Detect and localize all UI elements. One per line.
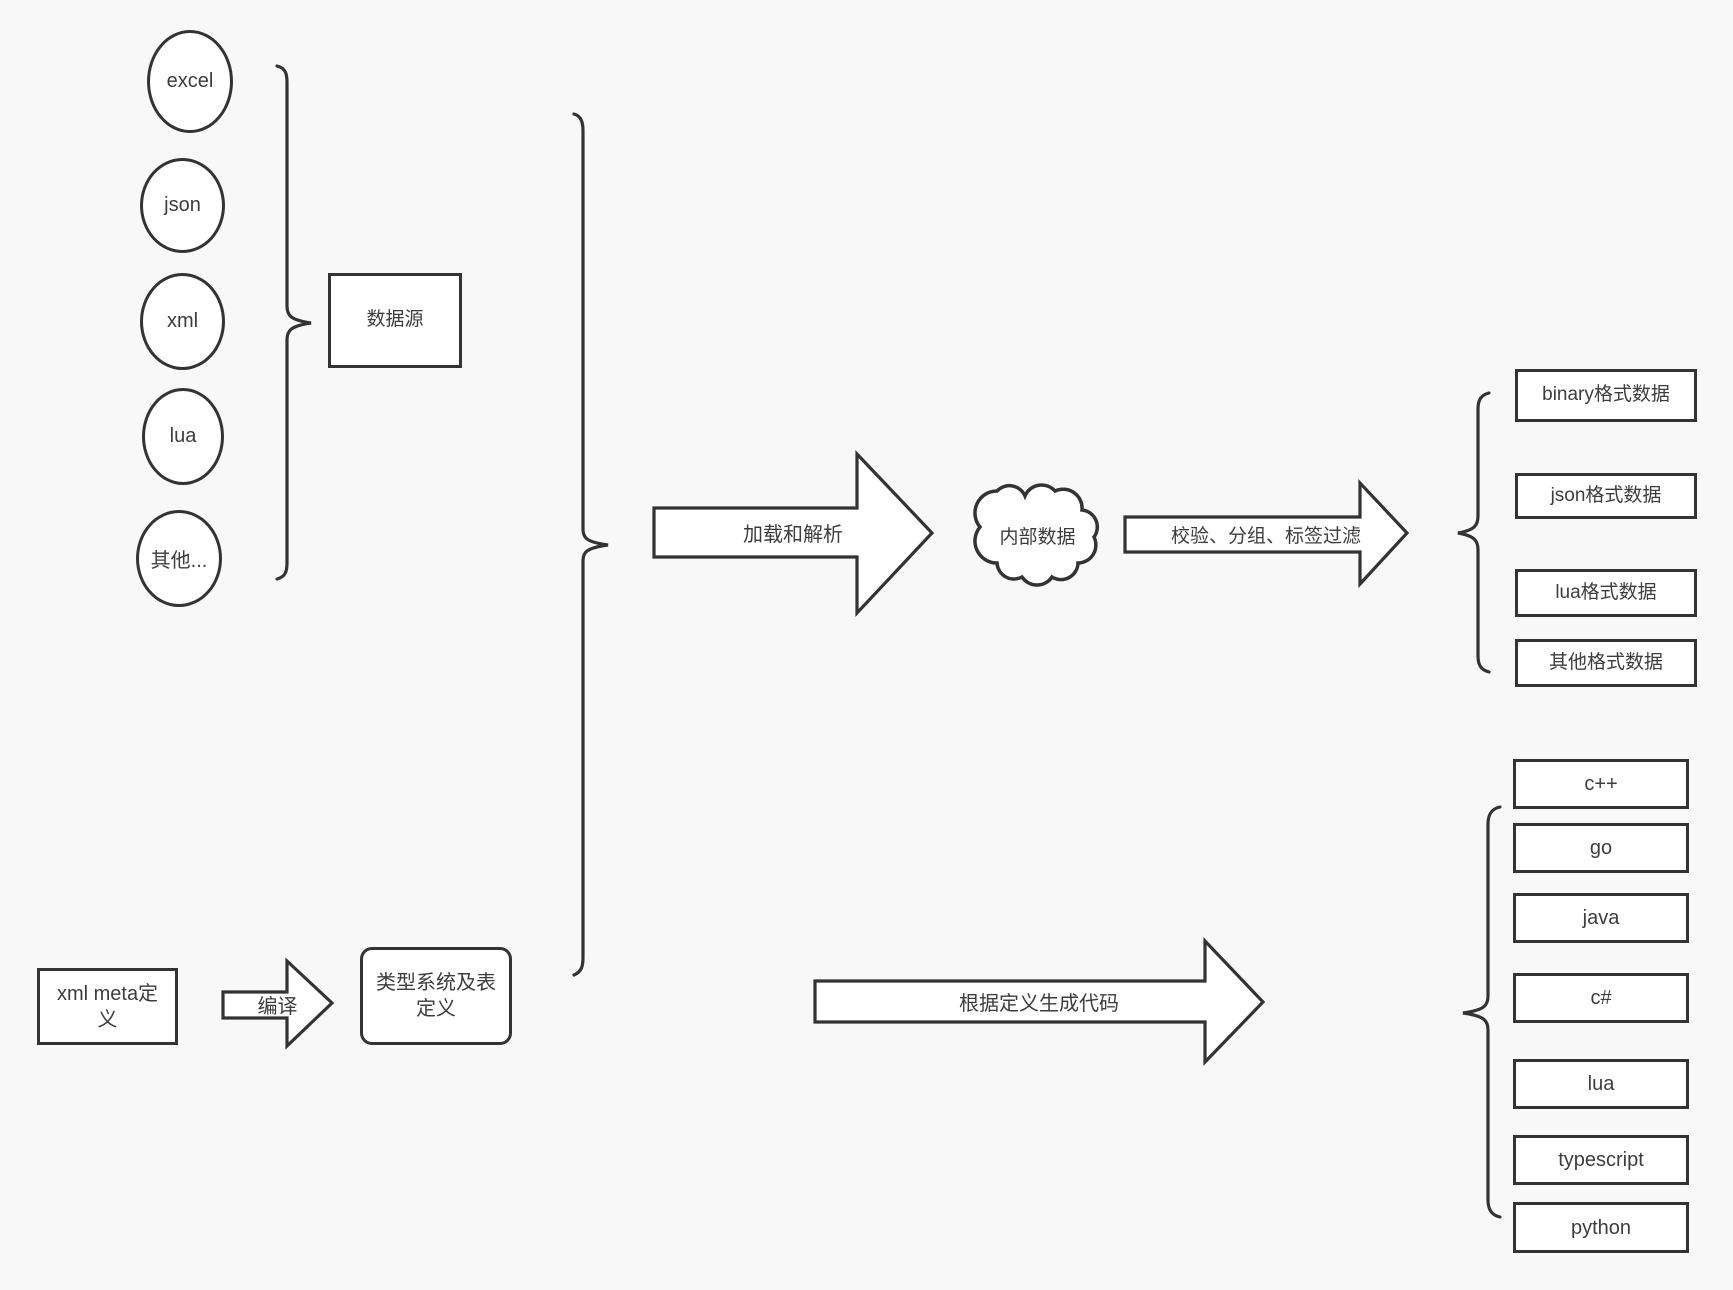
- source-ellipse-other: 其他...: [136, 510, 222, 607]
- languages-brace: [1462, 805, 1502, 1219]
- output-box-lua: lua格式数据: [1515, 569, 1697, 617]
- source-ellipse-lua: lua: [142, 388, 224, 485]
- output-box-json: json格式数据: [1515, 473, 1697, 519]
- source-ellipse-excel: excel: [147, 30, 233, 133]
- language-box-cpp: c++: [1513, 759, 1689, 809]
- sources-brace: [275, 64, 312, 581]
- language-box-go: go: [1513, 823, 1689, 873]
- codegen-arrow: [813, 936, 1266, 1066]
- internal-data-cloud: [973, 483, 1100, 587]
- internal-data-label: 内部数据: [999, 526, 1076, 548]
- output-box-binary: binary格式数据: [1515, 369, 1697, 422]
- data-source-box: 数据源: [328, 273, 462, 368]
- load-parse-arrow: [652, 449, 935, 618]
- compile-arrow: [221, 957, 335, 1050]
- outputs-brace: [1457, 391, 1491, 674]
- language-box-csharp: c#: [1513, 973, 1689, 1023]
- main-brace: [572, 112, 609, 977]
- output-box-other: 其他格式数据: [1515, 639, 1697, 687]
- source-ellipse-json: json: [140, 158, 225, 253]
- source-ellipse-xml: xml: [140, 273, 225, 370]
- type-system-box: 类型系统及表定义: [360, 947, 512, 1045]
- language-box-lua: lua: [1513, 1059, 1689, 1109]
- filter-arrow-label: 校验、分组、标签过滤: [1170, 525, 1361, 547]
- codegen-arrow-label: 根据定义生成代码: [959, 993, 1119, 1015]
- language-box-typescript: typescript: [1513, 1135, 1689, 1185]
- language-box-java: java: [1513, 893, 1689, 943]
- compile-arrow-label: 编译: [257, 995, 298, 1018]
- language-box-python: python: [1513, 1202, 1689, 1253]
- filter-arrow: [1123, 478, 1410, 589]
- xml-meta-definition-box: xml meta定义: [37, 968, 178, 1045]
- load-parse-arrow-label: 加载和解析: [743, 523, 843, 546]
